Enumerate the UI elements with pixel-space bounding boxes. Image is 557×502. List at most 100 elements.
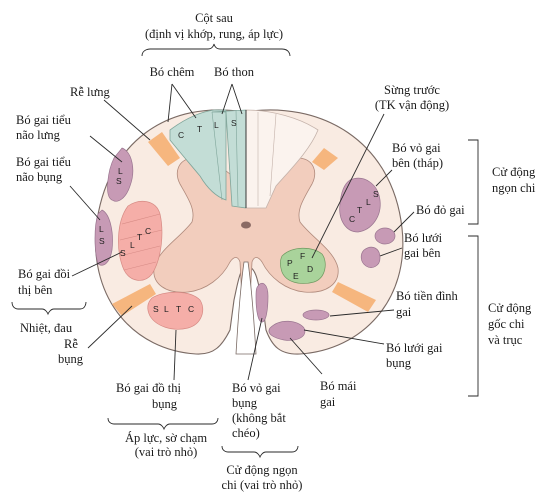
leader-luoi-gai-bung bbox=[303, 329, 385, 345]
label-gai-doi-bung-2: bụng bbox=[152, 397, 178, 411]
ventral-spinocerebellar-tract-left bbox=[94, 209, 113, 266]
nucleus-letter-f: F bbox=[300, 251, 305, 261]
leader-re-lung bbox=[103, 99, 151, 141]
dorsal-spinocerebellar-tract-left bbox=[107, 147, 134, 202]
nucleus-letter-d: D bbox=[307, 264, 313, 274]
rubrospinal-tract bbox=[374, 227, 396, 245]
label-cot-sau: Cột sau bbox=[195, 11, 234, 25]
label-re-bung-2: bụng bbox=[58, 352, 84, 366]
label-bo-thon: Bó thon bbox=[214, 65, 255, 79]
leader-mai-gai bbox=[289, 337, 323, 375]
cuneatus-letter-s: S bbox=[231, 118, 237, 128]
label-ap-luc-1: Áp lực, sờ chạm bbox=[125, 431, 207, 445]
lst-letter-c: C bbox=[145, 226, 151, 236]
label-sung-truoc-1: Sừng trước bbox=[384, 83, 440, 97]
leader-chem-b bbox=[171, 83, 197, 119]
brace-cot-sau bbox=[141, 43, 291, 57]
vsc-letter-s: S bbox=[99, 236, 105, 246]
nucleus-letter-e: E bbox=[293, 271, 299, 281]
cuneatus-letter-l: L bbox=[214, 120, 219, 130]
lst-letter-l: L bbox=[130, 240, 135, 250]
lateral-corticospinal-tract-right bbox=[339, 177, 381, 233]
label-vo-gai-bung-3: (không bắt bbox=[232, 411, 286, 425]
label-gai-doi-ben-2: thị bên bbox=[18, 283, 53, 297]
vsc-letter-l: L bbox=[99, 224, 104, 234]
bracket-ngon-chi bbox=[468, 139, 479, 225]
lst-letter-s: S bbox=[120, 248, 126, 258]
label-vo-gai-bung-1: Bó vỏ gai bbox=[232, 381, 281, 395]
label-luoi-gai-bung-2: bụng bbox=[386, 356, 412, 370]
brace-ngon-chi-bot bbox=[221, 445, 299, 459]
label-luoi-gai-bung-1: Bó lưới gai bbox=[386, 341, 443, 355]
leader-thon-b bbox=[231, 83, 243, 115]
dsc-letter-l: L bbox=[118, 166, 123, 176]
lcst-letter-s: S bbox=[373, 189, 379, 199]
dorsal-column-right bbox=[245, 109, 319, 209]
anterior-median-fissure bbox=[235, 261, 257, 355]
bracket-goc-chi bbox=[468, 235, 479, 397]
leader-gtn-lung bbox=[89, 135, 123, 163]
label-luoi-gai-ben-1: Bó lưới bbox=[404, 231, 443, 245]
motor-nuclei bbox=[280, 247, 326, 284]
label-gai-doi-ben-1: Bó gai đồi bbox=[18, 267, 71, 281]
label-ngon-chi-1: Cử động bbox=[492, 165, 536, 179]
ventral-corticospinal-tract bbox=[255, 282, 269, 323]
lst-letter-t: T bbox=[137, 232, 142, 242]
leader-gai-doi-ben bbox=[71, 251, 123, 277]
brace-nhiet-dau bbox=[11, 301, 87, 316]
leader-re-bung bbox=[87, 305, 133, 349]
dorsal-root-entry-right bbox=[312, 148, 338, 170]
label-mai-gai-1: Bó mái bbox=[320, 379, 357, 393]
brace-ap-luc bbox=[107, 417, 219, 431]
leader-gtn-bung bbox=[69, 185, 101, 221]
label-goc-chi-2: gốc chi bbox=[488, 317, 525, 331]
ventral-root-exit-right bbox=[332, 282, 376, 312]
ventral-root-exit-left bbox=[112, 284, 156, 316]
leader-gai-doi-bung bbox=[173, 329, 177, 381]
label-ngon-chi-bot-2: chi (vai trò nhỏ) bbox=[222, 478, 303, 492]
label-gai-tieu-nao-lung-1: Bó gai tiểu bbox=[16, 113, 72, 127]
ventral-reticulospinal-tract bbox=[268, 320, 306, 341]
leader-chem-a bbox=[167, 83, 173, 123]
label-ap-luc-2: (vai trò nhỏ) bbox=[135, 445, 197, 459]
label-luoi-gai-ben-2: gai bên bbox=[404, 246, 441, 260]
label-bo-chem: Bó chêm bbox=[150, 65, 195, 79]
label-goc-chi-3: và trục bbox=[488, 333, 523, 347]
label-re-lung: Rễ lưng bbox=[70, 85, 111, 99]
label-gai-tieu-nao-bung-1: Bó gai tiểu bbox=[16, 155, 72, 169]
cuneatus-letter-t: T bbox=[197, 124, 202, 134]
leader-tien-dinh bbox=[329, 309, 395, 317]
label-re-bung-1: Rễ bbox=[64, 337, 78, 351]
lcst-letter-t: T bbox=[357, 205, 362, 215]
label-tien-dinh-gai-2: gai bbox=[396, 305, 412, 319]
label-goc-chi-1: Cử động bbox=[488, 301, 532, 315]
spinothalamic-lamination-lines bbox=[119, 213, 163, 271]
lcst-letter-l: L bbox=[366, 197, 371, 207]
central-canal bbox=[241, 221, 251, 229]
lateral-spinothalamic-tract-left bbox=[118, 200, 163, 281]
dorsal-root-entry-left bbox=[148, 132, 180, 166]
cuneatus-letter-c: C bbox=[178, 130, 184, 140]
label-vo-gai-ben-1: Bó vỏ gai bbox=[392, 141, 441, 155]
leader-vo-gai-ben bbox=[375, 169, 393, 187]
dsc-letter-s: S bbox=[116, 176, 122, 186]
label-vo-gai-bung-4: chéo) bbox=[232, 426, 260, 440]
label-gai-tieu-nao-bung-2: não bụng bbox=[16, 170, 63, 184]
label-cot-sau-sub: (định vị khớp, rung, áp lực) bbox=[145, 27, 283, 41]
label-gai-tieu-nao-lung-2: não lưng bbox=[16, 128, 61, 142]
nucleus-letter-p: P bbox=[287, 258, 293, 268]
vst-letter-s: S bbox=[153, 304, 159, 314]
lateral-reticulospinal-tract bbox=[360, 246, 381, 268]
vst-letter-t: T bbox=[176, 304, 181, 314]
vst-letter-c: C bbox=[188, 304, 194, 314]
leader-vo-gai-bung bbox=[247, 317, 263, 381]
vst-letter-l: L bbox=[164, 304, 169, 314]
label-tien-dinh-gai-1: Bó tiền đình bbox=[396, 289, 459, 303]
label-vo-gai-ben-2: bên (tháp) bbox=[392, 156, 443, 170]
label-nhiet-dau: Nhiệt, đau bbox=[20, 321, 73, 335]
leader-do-gai bbox=[393, 211, 415, 233]
leader-thon-a bbox=[221, 83, 233, 115]
label-vo-gai-bung-2: bụng bbox=[232, 396, 258, 410]
